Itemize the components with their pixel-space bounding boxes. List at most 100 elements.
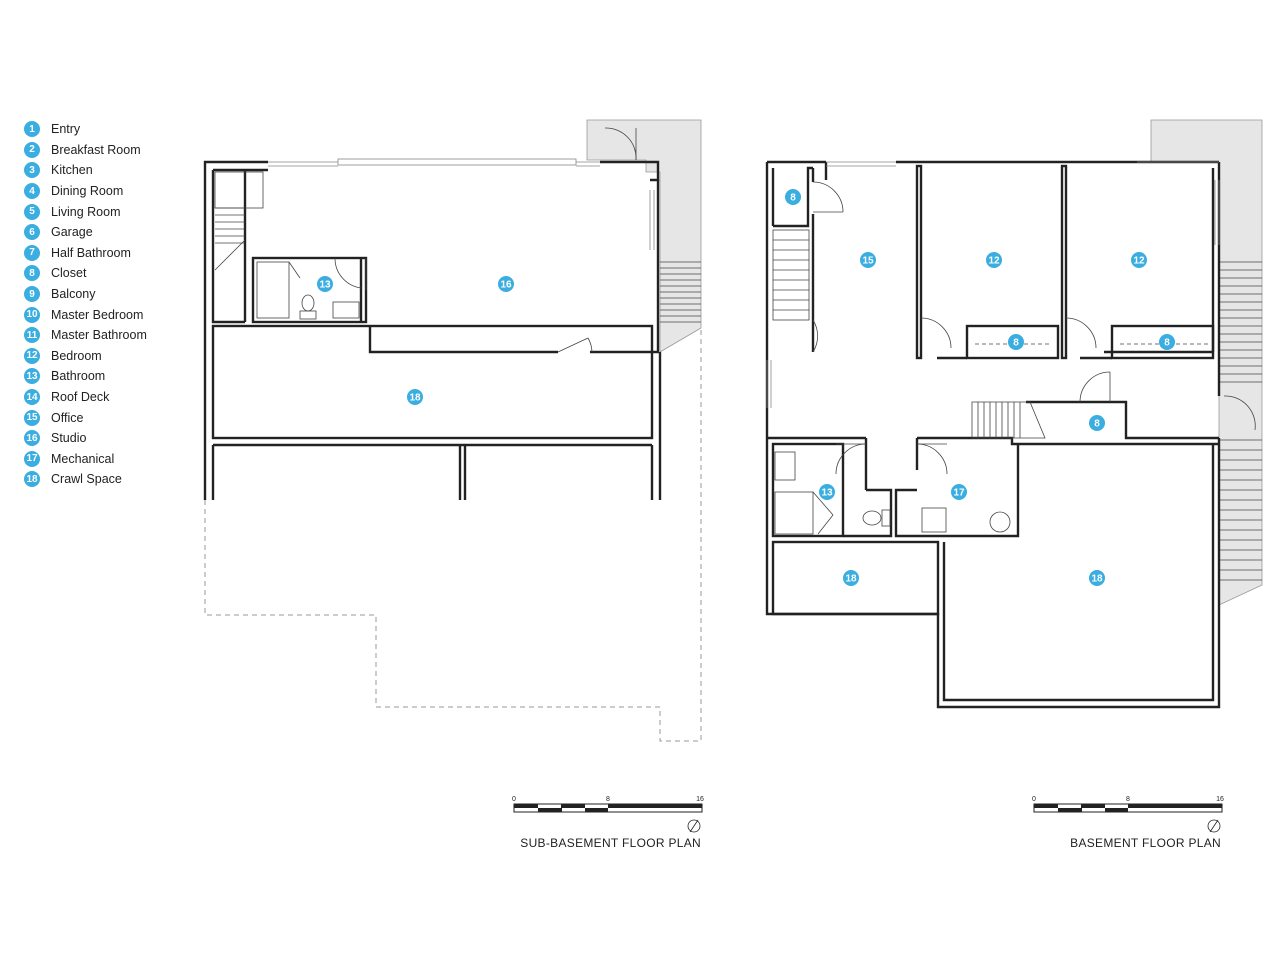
legend-number-badge: 5 (24, 203, 40, 220)
tag-12b: 12 (1131, 252, 1147, 268)
legend-item: 9 Balcony (24, 284, 147, 305)
room-legend: 1 Entry 2 Breakfast Room 3 Kitchen 4 Dining Roo… (24, 119, 147, 490)
sub-basement-stairs (214, 171, 264, 271)
north-arrow-icon-basement (1207, 819, 1221, 833)
sub-basement-title: SUB-BASEMENT FLOOR PLAN (520, 836, 701, 850)
legend-item: 3 Kitchen (24, 160, 147, 181)
svg-text:0: 0 (1032, 796, 1036, 803)
basement-plan: 8 15 12 12 8 8 8 13 17 18 18 0 8 16 BASE… (765, 119, 1263, 850)
legend-item: 1 Entry (24, 119, 147, 140)
basement-title: BASEMENT FLOOR PLAN (1070, 836, 1221, 850)
svg-text:0: 0 (512, 796, 516, 803)
tag-8c: 8 (1159, 334, 1175, 350)
svg-text:8: 8 (1013, 338, 1019, 349)
legend-number-badge: 16 (24, 430, 40, 447)
svg-text:16: 16 (696, 796, 704, 803)
tag-17: 17 (951, 484, 967, 500)
deck-stair-treads (660, 261, 701, 323)
sub-basement-doors (557, 127, 637, 353)
legend-item: 4 Dining Room (24, 181, 147, 202)
legend-label: Garage (51, 225, 93, 240)
sub-basement-crawl-outline (204, 328, 702, 742)
legend-label: Bathroom (51, 369, 106, 384)
legend-label: Kitchen (51, 163, 93, 178)
svg-text:8: 8 (790, 193, 796, 204)
legend-number-badge: 8 (24, 265, 40, 282)
tag-8d: 8 (1089, 415, 1105, 431)
deck-stair-treads-basement (1219, 261, 1262, 581)
svg-text:8: 8 (606, 796, 610, 803)
tag-13b: 13 (819, 484, 835, 500)
legend-item: 2 Breakfast Room (24, 140, 147, 161)
legend-label: Living Room (51, 204, 121, 219)
legend-label: Master Bedroom (51, 307, 144, 322)
sub-basement-bath-fixtures (256, 257, 367, 320)
tag-8b: 8 (1008, 334, 1024, 350)
legend-item: 17 Mechanical (24, 449, 147, 470)
svg-text:18: 18 (845, 574, 857, 585)
tag-18: 18 (407, 389, 423, 405)
legend-number-badge: 15 (24, 409, 40, 426)
legend-label: Master Bathroom (51, 328, 147, 343)
svg-text:13: 13 (319, 280, 331, 291)
tag-15: 15 (860, 252, 876, 268)
legend-label: Half Bathroom (51, 245, 131, 260)
legend-label: Bedroom (51, 348, 102, 363)
legend-number-badge: 9 (24, 286, 40, 303)
legend-item: 10 Master Bedroom (24, 304, 147, 325)
svg-text:8: 8 (1126, 796, 1130, 803)
svg-text:12: 12 (1133, 256, 1145, 267)
tag-12a: 12 (986, 252, 1002, 268)
legend-item: 13 Bathroom (24, 366, 147, 387)
legend-number-badge: 14 (24, 389, 40, 406)
legend-label: Breakfast Room (51, 142, 141, 157)
legend-number-badge: 1 (24, 121, 40, 138)
tag-13: 13 (317, 276, 333, 292)
legend-item: 5 Living Room (24, 201, 147, 222)
legend-label: Roof Deck (51, 390, 110, 405)
legend-label: Mechanical (51, 451, 115, 466)
legend-number-badge: 3 (24, 162, 40, 179)
basement-windows (766, 161, 1220, 408)
legend-item: 15 Office (24, 407, 147, 428)
basement-scale-bar: 0 8 16 (1032, 796, 1224, 813)
exterior-deck-basement (1150, 119, 1263, 606)
svg-text:17: 17 (953, 488, 965, 499)
legend-item: 14 Roof Deck (24, 387, 147, 408)
legend-number-badge: 17 (24, 450, 40, 467)
legend-label: Closet (51, 266, 87, 281)
legend-number-badge: 2 (24, 141, 40, 158)
legend-number-badge: 4 (24, 183, 40, 200)
svg-text:13: 13 (821, 488, 833, 499)
tag-8a: 8 (785, 189, 801, 205)
north-arrow-icon (687, 819, 701, 833)
tag-18a: 18 (843, 570, 859, 586)
legend-number-badge: 10 (24, 306, 40, 323)
legend-label: Office (51, 410, 84, 425)
basement-doors (812, 181, 1256, 475)
legend-label: Entry (51, 122, 81, 137)
legend-label: Crawl Space (51, 472, 122, 487)
svg-text:8: 8 (1164, 338, 1170, 349)
svg-text:18: 18 (1091, 574, 1103, 585)
tag-16: 16 (498, 276, 514, 292)
basement-walls (765, 160, 1221, 709)
svg-text:16: 16 (1216, 796, 1224, 803)
legend-label: Balcony (51, 287, 96, 302)
legend-number-badge: 13 (24, 368, 40, 385)
legend-number-badge: 7 (24, 244, 40, 261)
svg-text:8: 8 (1094, 419, 1100, 430)
legend-item: 7 Half Bathroom (24, 243, 147, 264)
sub-basement-scale-bar: 0 8 16 (512, 796, 704, 813)
basement-stairs (772, 229, 1046, 439)
sub-basement-windows (268, 158, 655, 250)
sub-basement-plan: 13 16 18 0 8 16 SUB-BASEMENT FLOOR PLAN (203, 119, 704, 850)
svg-text:12: 12 (988, 256, 1000, 267)
tag-18b: 18 (1089, 570, 1105, 586)
legend-label: Dining Room (51, 184, 124, 199)
